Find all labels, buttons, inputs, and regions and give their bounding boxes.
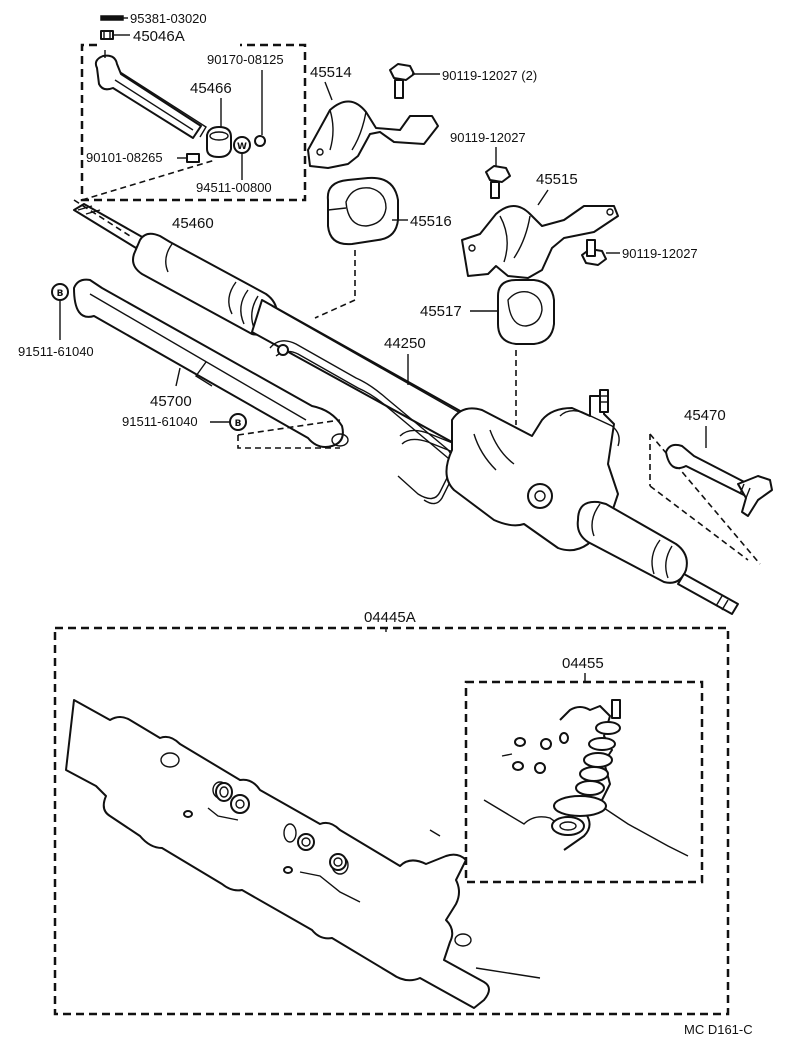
small-oring-a xyxy=(183,810,193,818)
label-91511-61040-left: 91511-61040 xyxy=(18,344,94,359)
label-45470: 45470 xyxy=(684,407,726,424)
cotter-pin-part xyxy=(100,15,124,21)
label-45046A: 45046A xyxy=(133,28,185,45)
clip-b-lower: B xyxy=(229,413,247,431)
tie-rod-45700 xyxy=(73,278,349,448)
label-91511-61040-lower: 91511-61040 xyxy=(122,414,198,429)
label-04455: 04455 xyxy=(562,655,604,672)
bolt-90119-right xyxy=(581,239,607,266)
label-45515: 45515 xyxy=(536,171,578,188)
rack-boot-right xyxy=(576,500,688,584)
bushing-45517 xyxy=(497,279,555,345)
castle-nut-part xyxy=(100,30,114,40)
label-45517: 45517 xyxy=(420,303,462,320)
svg-text:B: B xyxy=(235,419,242,429)
small-oring-b xyxy=(283,866,293,874)
inner-tie-rod-left xyxy=(73,203,145,249)
label-90101-08265: 90101-08265 xyxy=(86,150,163,165)
label-95381-03020: 95381-03020 xyxy=(130,11,207,26)
label-45700: 45700 xyxy=(150,393,192,410)
label-45514: 45514 xyxy=(310,64,352,81)
label-90119-12027-right: 90119-12027 xyxy=(622,246,698,261)
small-seals xyxy=(501,732,569,774)
label-45466: 45466 xyxy=(190,80,232,97)
svg-text:W: W xyxy=(237,142,247,152)
label-90170-08125: 90170-08125 xyxy=(207,52,284,67)
tie-rod-45470 xyxy=(665,443,773,517)
seal-ring-b xyxy=(230,794,250,814)
clip-b-left: B xyxy=(51,283,69,301)
gasket-kit-box xyxy=(53,626,730,1016)
label-44250: 44250 xyxy=(384,335,426,352)
bracket-45515 xyxy=(461,205,619,279)
bushing-45516 xyxy=(326,176,399,246)
label-94511-00800: 94511-00800 xyxy=(196,180,272,195)
washer-w-mark: W xyxy=(233,136,251,154)
bolt-90119-top xyxy=(389,63,415,99)
pinion-gear-housing xyxy=(445,389,620,552)
grease-boot-45466 xyxy=(206,126,232,158)
label-45460: 45460 xyxy=(172,215,214,232)
ghost-rack-housing xyxy=(65,699,490,1009)
seal-ring-c xyxy=(297,833,315,851)
tie-rod-end-45046 xyxy=(94,50,207,139)
diagram-code: MC D161-C xyxy=(684,1022,753,1037)
seal-ring-a xyxy=(215,782,233,802)
label-90119-12027-mid: 90119-12027 xyxy=(450,130,526,145)
label-45516: 45516 xyxy=(410,213,452,230)
bolt-90119-mid xyxy=(485,165,511,199)
label-04445A: 04445A xyxy=(364,609,416,626)
grease-fitting-90101 xyxy=(186,153,200,163)
seal-stack xyxy=(551,721,621,836)
seal-ring-d xyxy=(329,853,347,871)
inner-tie-rod-right xyxy=(677,573,739,615)
svg-text:B: B xyxy=(57,289,64,299)
label-90119-12027-qty2: 90119-12027 (2) xyxy=(442,68,537,83)
nut-90170 xyxy=(254,135,266,147)
bracket-45514 xyxy=(307,100,439,169)
seal-kit-box xyxy=(464,680,704,884)
